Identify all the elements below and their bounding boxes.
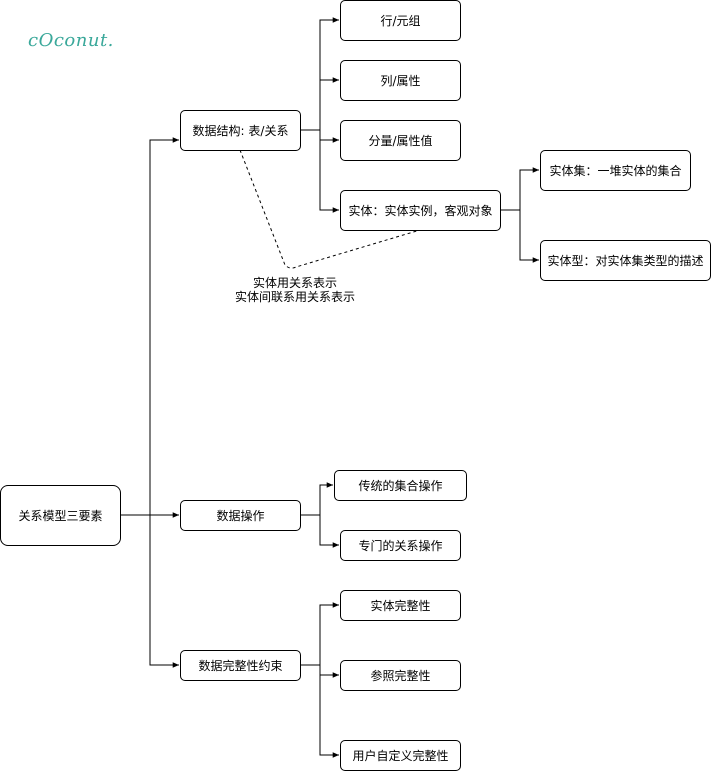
edge-integrity-user: [319, 665, 339, 758]
watermark-logo: cOconut.: [28, 30, 114, 51]
edge-entity-type: [519, 210, 539, 263]
annotation-line-1: 实体用关系表示: [252, 276, 337, 290]
node-referential-integrity[interactable]: 参照完整性: [340, 660, 461, 691]
node-entity-type[interactable]: 实体型：对实体集类型的描述: [540, 240, 711, 281]
edge-structure-entity: [319, 130, 339, 213]
annotation-line-2: 实体间联系用关系表示: [234, 290, 355, 304]
edge-integrity-referential: [319, 665, 339, 678]
node-tuple[interactable]: 行/元组: [340, 0, 461, 41]
node-user-defined-integrity[interactable]: 用户自定义完整性: [340, 740, 461, 771]
edge-operation-special: [319, 515, 339, 548]
edge-entity-set: [519, 167, 539, 210]
edge-structure-tuple: [319, 17, 339, 130]
node-data-structure[interactable]: 数据结构: 表/关系: [180, 110, 301, 151]
edge-structure-component: [319, 130, 339, 143]
node-traditional-set-ops[interactable]: 传统的集合操作: [334, 470, 467, 501]
root-node[interactable]: 关系模型三要素: [0, 485, 121, 546]
node-component[interactable]: 分量/属性值: [340, 120, 461, 161]
node-entity-set[interactable]: 实体集：一堆实体的集合: [540, 150, 691, 191]
node-data-integrity[interactable]: 数据完整性约束: [180, 650, 301, 681]
edge-operation-traditional: [319, 482, 333, 515]
node-entity[interactable]: 实体：实体实例，客观对象: [340, 190, 501, 231]
edge-root-integrity: [149, 515, 179, 668]
edge-root-structure: [149, 137, 179, 515]
node-entity-integrity[interactable]: 实体完整性: [340, 590, 461, 621]
node-column[interactable]: 列/属性: [340, 60, 461, 101]
edge-structure-column: [319, 77, 339, 130]
node-special-relation-ops[interactable]: 专门的关系操作: [340, 530, 461, 561]
edge-integrity-entity: [319, 602, 339, 665]
node-data-operation[interactable]: 数据操作: [180, 500, 301, 531]
annotation-note: 实体用关系表示 实体间联系用关系表示: [220, 276, 370, 304]
